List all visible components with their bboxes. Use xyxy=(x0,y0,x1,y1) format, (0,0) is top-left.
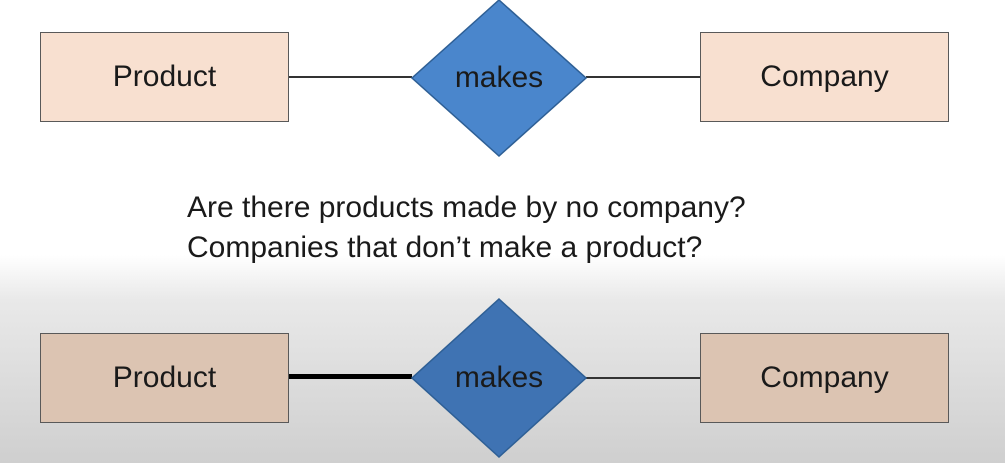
top-makes-relationship: makes xyxy=(411,0,587,157)
bottom-connector-left-thick xyxy=(288,374,412,379)
question-line-1: Are there products made by no company? xyxy=(187,191,746,224)
bottom-makes-diamond xyxy=(411,298,587,458)
bottom-product-label: Product xyxy=(112,361,217,394)
question-line-2: Companies that don’t make a product? xyxy=(187,231,703,264)
top-product-label: Product xyxy=(112,60,217,93)
bottom-company-label: Company xyxy=(760,361,889,394)
bottom-makes-label: makes xyxy=(454,361,544,394)
question-text: Are there products made by no company? C… xyxy=(187,188,746,268)
top-company-label: Company xyxy=(760,60,889,93)
bottom-company-entity: Company xyxy=(700,333,949,423)
bottom-makes-relationship: makes xyxy=(411,298,587,458)
top-connector-right xyxy=(586,76,702,78)
top-connector-left xyxy=(288,76,412,78)
bottom-connector-right xyxy=(586,377,702,379)
top-makes-label: makes xyxy=(454,61,544,94)
top-company-entity: Company xyxy=(700,32,949,122)
top-makes-diamond xyxy=(411,0,587,157)
top-product-entity: Product xyxy=(40,32,289,122)
bottom-product-entity: Product xyxy=(40,333,289,423)
